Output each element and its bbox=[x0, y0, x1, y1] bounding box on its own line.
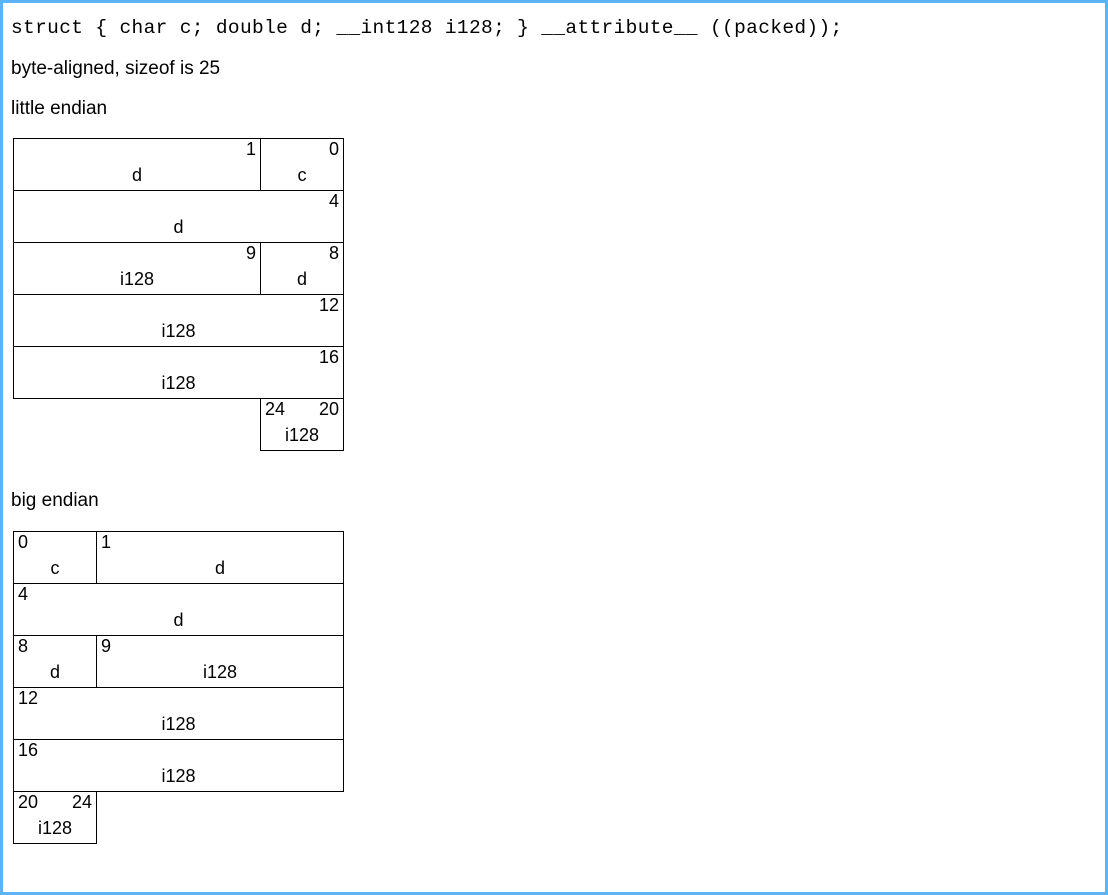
content-area: struct { char c; double d; __int128 i128… bbox=[8, 5, 1102, 889]
field-name-label: c bbox=[50, 558, 60, 578]
field-name-label: i128 bbox=[161, 321, 196, 341]
layout-cell-i128: 12 i128 bbox=[13, 294, 344, 347]
layout-row: 24 20 i128 bbox=[14, 398, 344, 451]
layout-row: 20 24 i128 bbox=[13, 791, 344, 844]
layout-cell-i128: 16 i128 bbox=[13, 346, 344, 399]
byte-offset-label: 1 bbox=[100, 532, 111, 552]
layout-row: 12 i128 bbox=[13, 687, 344, 740]
cell-body: 12 i128 bbox=[14, 688, 343, 739]
layout-cell-i128: 9 i128 bbox=[13, 242, 261, 295]
field-name-label: d bbox=[173, 610, 184, 630]
layout-cell-i128: 16 i128 bbox=[13, 739, 344, 792]
field-name-label: c bbox=[297, 165, 307, 185]
byte-offset-label: 0 bbox=[328, 139, 339, 159]
byte-offset-label: 4 bbox=[18, 584, 29, 604]
field-name-label: d bbox=[296, 269, 307, 289]
byte-offset-label: 20 bbox=[318, 399, 339, 419]
cell-body: 16 i128 bbox=[14, 347, 343, 398]
layout-cell-empty bbox=[14, 399, 261, 451]
field-name-label: d bbox=[173, 217, 184, 237]
byte-offset-label: 16 bbox=[318, 347, 339, 367]
struct-declaration: struct { char c; double d; __int128 i128… bbox=[11, 17, 843, 39]
byte-offset-label: 8 bbox=[328, 243, 339, 263]
cell-body: 20 24 i128 bbox=[14, 792, 96, 843]
byte-offset-label: 16 bbox=[18, 740, 39, 760]
byte-offset-label: 9 bbox=[100, 636, 111, 656]
cell-body: 16 i128 bbox=[14, 740, 343, 791]
byte-offset-label: 0 bbox=[18, 532, 29, 552]
big-endian-heading: big endian bbox=[11, 490, 99, 511]
byte-offset-label: 8 bbox=[18, 636, 29, 656]
byte-offset-label: 12 bbox=[18, 688, 39, 708]
field-name-label: d bbox=[214, 558, 225, 578]
byte-offset-label: 24 bbox=[71, 792, 92, 812]
layout-cell-i128: 24 20 i128 bbox=[260, 398, 344, 451]
cell-body: 24 20 i128 bbox=[261, 399, 343, 450]
field-name-label: i128 bbox=[37, 818, 72, 838]
field-name-label: i128 bbox=[119, 269, 155, 289]
layout-row: 16 i128 bbox=[13, 739, 344, 792]
layout-row: 16 i128 bbox=[13, 346, 344, 399]
field-name-label: i128 bbox=[161, 373, 196, 393]
cell-body: 12 i128 bbox=[14, 295, 343, 346]
byte-offset-label: 12 bbox=[318, 295, 339, 315]
layout-cell-empty bbox=[96, 792, 343, 844]
byte-offset-label: 4 bbox=[328, 191, 339, 211]
byte-offset-label: 1 bbox=[245, 139, 256, 159]
little-endian-heading: little endian bbox=[11, 98, 108, 119]
field-name-label: i128 bbox=[284, 425, 320, 445]
field-name-label: d bbox=[49, 662, 60, 682]
layout-cell-i128: 12 i128 bbox=[13, 687, 344, 740]
cell-body: 9 i128 bbox=[97, 636, 343, 687]
byte-offset-label: 9 bbox=[245, 243, 256, 263]
alignment-note: byte-aligned, sizeof is 25 bbox=[11, 58, 221, 79]
byte-offset-label: 20 bbox=[18, 792, 39, 812]
byte-offset-label: 24 bbox=[265, 399, 286, 419]
field-name-label: i128 bbox=[161, 766, 196, 786]
field-name-label: i128 bbox=[161, 714, 196, 734]
layout-row: 12 i128 bbox=[13, 294, 344, 347]
field-name-label: i128 bbox=[202, 662, 237, 682]
layout-cell-i128: 20 24 i128 bbox=[13, 791, 97, 844]
field-name-label: d bbox=[131, 165, 142, 185]
layout-cell-i128: 9 i128 bbox=[95, 635, 345, 688]
cell-body: 9 i128 bbox=[14, 243, 260, 294]
